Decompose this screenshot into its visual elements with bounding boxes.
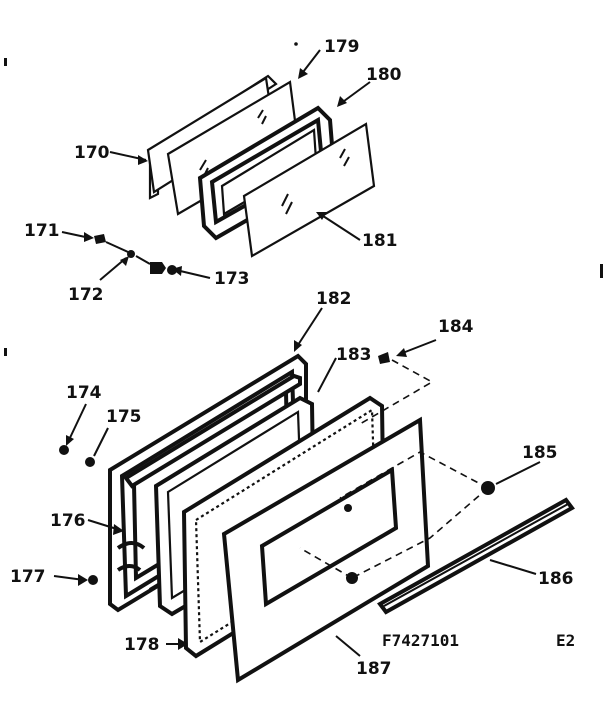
upper-glass-assembly [146, 74, 376, 258]
callout-178: 178 [124, 635, 160, 655]
part-174-screw [59, 445, 69, 455]
callout-172: 172 [68, 285, 104, 305]
callout-170: 170 [74, 143, 110, 163]
callout-182: 182 [316, 289, 352, 309]
part-182-door-gasket [123, 373, 302, 489]
door-window-cutout [259, 466, 399, 608]
part-184-screw [378, 352, 390, 364]
scan-edge-mark [4, 58, 7, 66]
callout-labels: 170 179 180 181 171 172 173 182 183 184 … [10, 37, 574, 679]
callout-171: 171 [24, 221, 60, 241]
part-173-clip [150, 262, 166, 274]
callout-176: 176 [50, 511, 86, 531]
callout-174: 174 [66, 383, 102, 403]
callout-173: 173 [214, 269, 250, 289]
callout-186: 186 [538, 569, 574, 589]
assembly-lines [299, 359, 489, 579]
part-175-washer [85, 457, 95, 467]
leader-lines [53, 49, 541, 657]
part-177-screw [88, 575, 98, 585]
callout-181: 181 [362, 231, 398, 251]
drawing-code: F7427101 [382, 631, 459, 650]
callout-183: 183 [336, 345, 372, 365]
callout-179: 179 [324, 37, 360, 57]
lower-door-assembly [108, 353, 575, 684]
callout-175: 175 [106, 407, 142, 427]
callout-187: 187 [356, 659, 392, 679]
hinge-hardware [94, 234, 177, 275]
drawing-revision: E2 [556, 631, 575, 650]
part-171-screw [94, 234, 106, 244]
callout-185: 185 [522, 443, 558, 463]
callout-184: 184 [438, 317, 474, 337]
callout-177: 177 [10, 567, 46, 587]
callout-180: 180 [366, 65, 402, 85]
